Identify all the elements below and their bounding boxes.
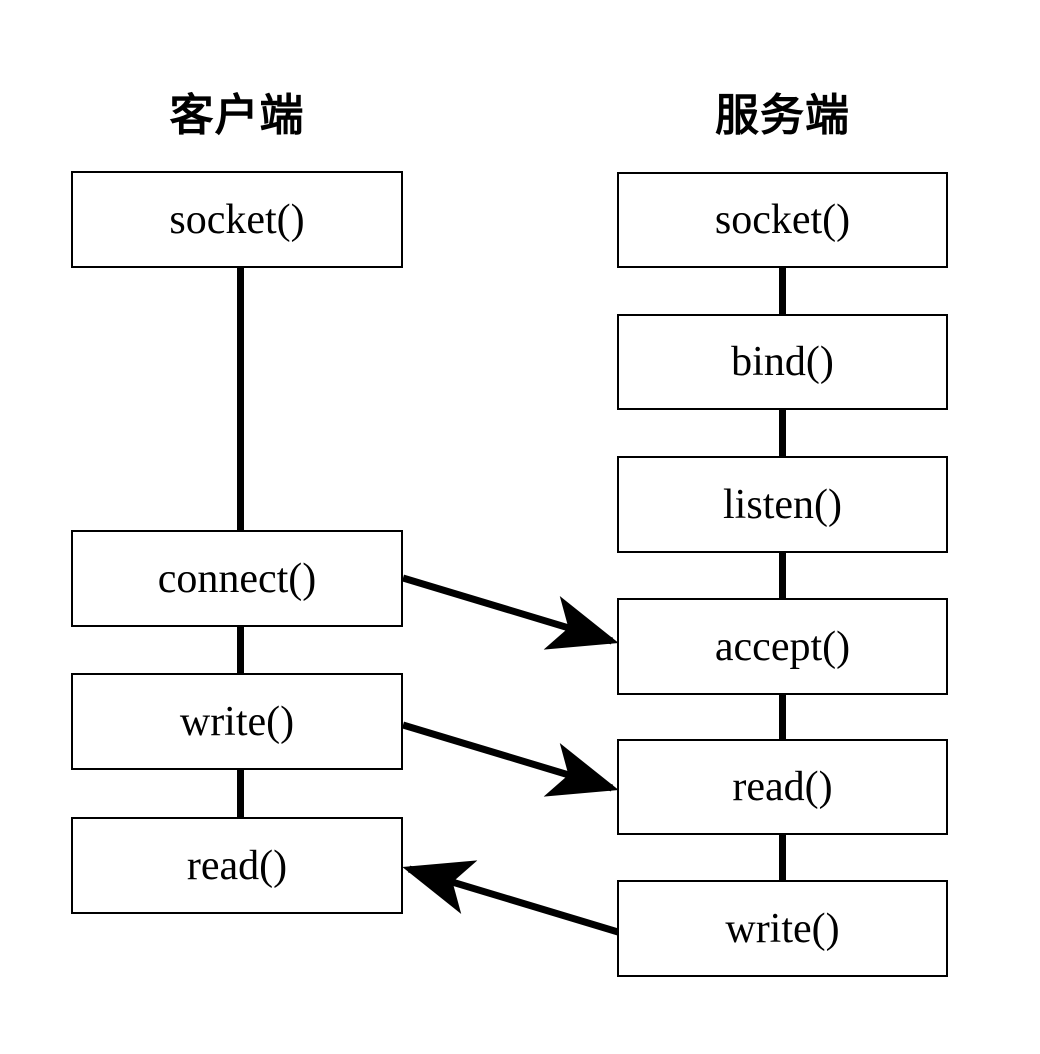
server-connector-bind-listen <box>779 408 786 457</box>
server-column-title: 服务端 <box>715 91 850 140</box>
client-socket-box[interactable]: socket() <box>71 171 403 268</box>
server-connector-accept-read <box>779 693 786 740</box>
client-read-label: read() <box>186 842 288 889</box>
server-read-box[interactable]: read() <box>617 739 948 835</box>
client-connector-socket-connect <box>237 266 244 532</box>
server-socket-box[interactable]: socket() <box>617 172 948 268</box>
server-connector-socket-bind <box>779 266 786 316</box>
server-connector-read-write <box>779 833 786 882</box>
client-connect-label: connect() <box>157 555 317 602</box>
arrow-connect-to-accept <box>401 574 619 650</box>
server-accept-label: accept() <box>714 623 851 670</box>
client-write-label: write() <box>179 698 295 745</box>
client-socket-label: socket() <box>169 196 305 243</box>
server-listen-label: listen() <box>723 481 842 528</box>
server-connector-listen-accept <box>779 551 786 599</box>
client-column-title: 客户端 <box>169 91 305 140</box>
arrow-server-write-to-client-read <box>402 860 620 936</box>
server-read-label: read() <box>732 764 833 810</box>
client-read-box[interactable]: read() <box>71 817 403 914</box>
server-socket-label: socket() <box>714 197 851 243</box>
server-listen-box[interactable]: listen() <box>617 456 948 553</box>
server-write-label: write() <box>725 905 840 952</box>
client-connector-write-read <box>237 768 244 819</box>
client-write-box[interactable]: write() <box>71 673 403 770</box>
server-accept-box[interactable]: accept() <box>617 598 948 695</box>
client-connect-box[interactable]: connect() <box>71 530 403 627</box>
server-bind-box[interactable]: bind() <box>617 314 948 410</box>
arrow-write-to-read <box>401 721 619 797</box>
client-connector-connect-write <box>237 625 244 675</box>
server-bind-label: bind() <box>731 339 834 385</box>
server-write-box[interactable]: write() <box>617 880 948 977</box>
